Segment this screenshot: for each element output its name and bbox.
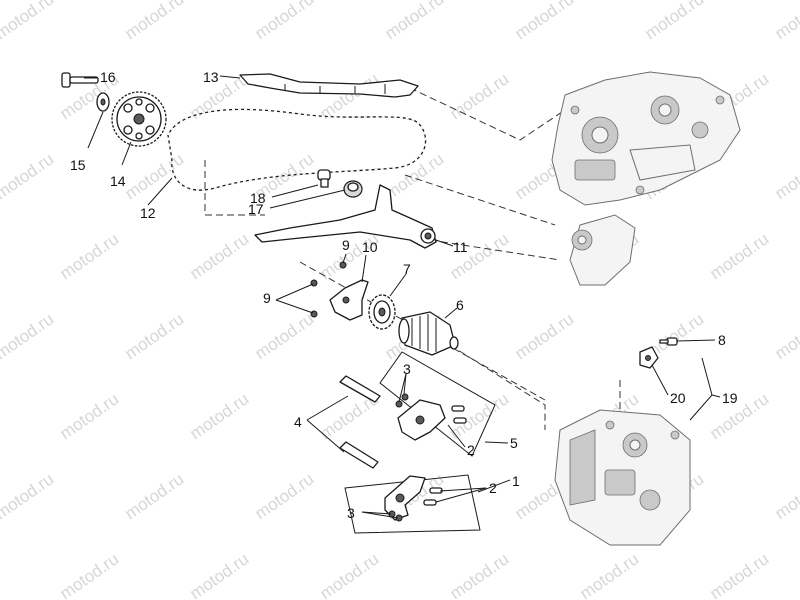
watermark-text: motod.ru — [511, 309, 577, 363]
watermark-text: motod.ru — [0, 149, 57, 203]
callout-6: 6 — [456, 297, 464, 313]
watermark-text: motod.ru — [706, 229, 772, 283]
callout-3-lower: 3 — [347, 505, 355, 521]
watermark-text: motod.ru — [771, 469, 800, 523]
watermark-text: motod.ru — [56, 389, 122, 443]
watermark-text: motod.ru — [316, 69, 382, 123]
callout-19: 19 — [722, 390, 738, 406]
watermark-text: motod.ru — [56, 549, 122, 600]
watermark-text: motod.ru — [251, 0, 317, 43]
watermark-text: motod.ru — [771, 309, 800, 363]
callout-9-left: 9 — [263, 290, 271, 306]
watermark-text: motod.ru — [186, 389, 252, 443]
watermark-text: motod.ru — [771, 0, 800, 43]
callout-15: 15 — [70, 157, 86, 173]
callout-8: 8 — [718, 332, 726, 348]
watermark-text: motod.ru — [186, 229, 252, 283]
callout-12: 12 — [140, 205, 156, 221]
watermark-text: motod.ru — [446, 69, 512, 123]
callout-5: 5 — [510, 435, 518, 451]
callout-2-lower: 2 — [489, 480, 497, 496]
watermark-text: motod.ru — [251, 469, 317, 523]
callout-18: 18 — [250, 190, 266, 206]
watermark-text: motod.ru — [641, 0, 707, 43]
part-11-chain-tensioner-slipper — [254, 184, 437, 249]
watermark-text: motod.ru — [576, 549, 642, 600]
callout-labels: 16 15 14 12 13 18 17 11 9 10 9 7 6 8 3 4… — [70, 69, 738, 521]
part-9-screws — [310, 261, 347, 318]
part-18-guide-bolt — [317, 169, 331, 188]
watermark-text: motod.ru — [511, 0, 577, 43]
watermark-text: motod.ru — [446, 549, 512, 600]
part-14-camshaft-sprocket — [111, 91, 167, 147]
watermark-text: motod.ru — [0, 469, 57, 523]
callout-17: 17 — [248, 201, 264, 217]
callout-3-upper: 3 — [403, 361, 411, 377]
watermark-text: motod.ru — [121, 149, 187, 203]
crankshaft-illustration — [569, 214, 636, 286]
watermark-text: motod.ru — [381, 0, 447, 43]
watermark-text: motod.ru — [121, 0, 187, 43]
part-7-decompressor-plate — [368, 294, 396, 330]
part-4-rocker-shafts — [339, 375, 381, 469]
callout-leader-lines — [84, 75, 721, 519]
callout-16: 16 — [100, 69, 116, 85]
part-12-timing-chain — [167, 108, 427, 191]
callout-9-top: 9 — [342, 237, 350, 253]
cylinder-head-illustration — [554, 409, 691, 546]
callout-7: 7 — [403, 261, 411, 277]
engine-crankcase-illustration — [551, 71, 741, 206]
watermark-text: motod.ru — [0, 309, 57, 363]
watermark-text: motod.ru — [186, 549, 252, 600]
watermark-text: motod.ru — [316, 549, 382, 600]
callout-14: 14 — [110, 173, 126, 189]
part-5-exhaust-rocker-assembly — [379, 351, 496, 457]
callout-10: 10 — [362, 239, 378, 255]
part-20-sensor — [639, 346, 659, 369]
watermark-text: motod.ru — [251, 309, 317, 363]
watermark-text: motod.ru — [706, 389, 772, 443]
watermark-text: motod.ru — [121, 469, 187, 523]
watermark-text: motod.ru — [446, 229, 512, 283]
watermark-text: motod.ru — [771, 149, 800, 203]
watermark-text: motod.ru — [706, 549, 772, 600]
callout-2-upper: 2 — [467, 442, 475, 458]
watermark-text: motod.ru — [381, 149, 447, 203]
watermark-text: motod.ru — [121, 309, 187, 363]
part-10-tensioner-bracket — [329, 279, 369, 321]
callout-20: 20 — [670, 390, 686, 406]
part-17-bushing — [343, 180, 363, 198]
part-6-camshaft — [398, 311, 459, 356]
callout-1: 1 — [512, 473, 520, 489]
callout-11: 11 — [453, 239, 468, 255]
callout-13: 13 — [203, 69, 219, 85]
part-15-washer — [96, 92, 110, 112]
part-13-chain-guide — [239, 73, 419, 98]
part-16-sprocket-bolt — [61, 72, 99, 88]
watermark-text: motod.ru — [0, 0, 57, 43]
callout-4: 4 — [294, 414, 302, 430]
part-8-bolt — [659, 337, 678, 346]
watermark-text: motod.ru — [56, 229, 122, 283]
